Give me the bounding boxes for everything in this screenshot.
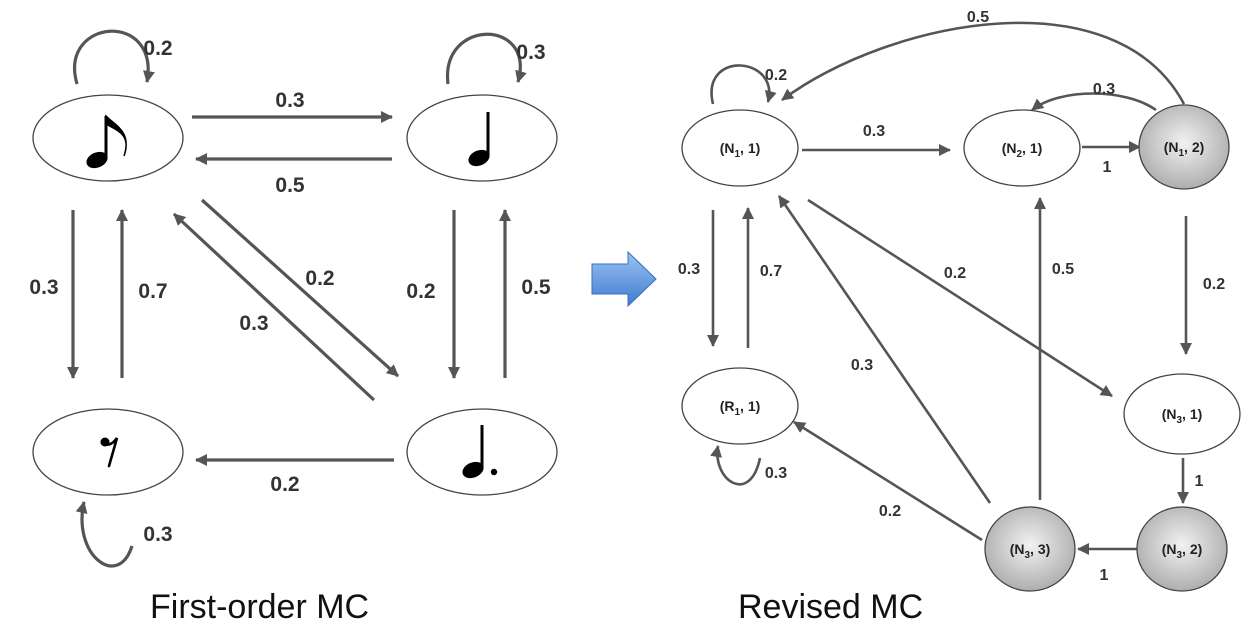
label-n1-2-to-n1-1: 0.5 bbox=[967, 9, 989, 26]
first-order-mc bbox=[67, 29, 527, 568]
revised-mc-caption: Revised MC bbox=[738, 588, 924, 626]
node-n3-1[interactable] bbox=[1123, 373, 1241, 455]
node-n2-1[interactable] bbox=[963, 109, 1081, 187]
label-rest-self: 0.3 bbox=[143, 523, 172, 546]
label-n3-3-to-n1-1: 0.3 bbox=[851, 357, 873, 374]
label-n1-1-self: 0.2 bbox=[765, 67, 787, 84]
node-n1-2[interactable] bbox=[1138, 104, 1230, 190]
edge-n1-1-to-n3-1 bbox=[807, 198, 1113, 398]
quarter-note-icon bbox=[468, 112, 490, 167]
node-label-n3-3: (N3, 3) bbox=[1010, 541, 1051, 561]
revised-mc bbox=[707, 21, 1192, 555]
label-n1-1-to-n2-1: 0.3 bbox=[863, 123, 885, 140]
node-label-n1-1: (N1, 1) bbox=[720, 140, 761, 160]
label-quarter-to-dotted: 0.2 bbox=[406, 280, 435, 303]
node-label-n2-1: (N2, 1) bbox=[1002, 140, 1043, 160]
label-eighth-to-dotted: 0.2 bbox=[305, 267, 334, 290]
node-label-n3-1: (N3, 1) bbox=[1162, 406, 1203, 426]
label-n3-3-to-n2-1: 0.5 bbox=[1052, 261, 1074, 278]
label-n1-1-to-r1-1: 0.3 bbox=[678, 261, 700, 278]
node-label-n1-2: (N1, 2) bbox=[1164, 139, 1205, 159]
node-r1-1[interactable] bbox=[681, 367, 799, 445]
node-n3-2[interactable] bbox=[1136, 506, 1228, 592]
label-n3-2-to-n3-3: 1 bbox=[1100, 567, 1109, 584]
node-eighth-rest[interactable] bbox=[32, 408, 184, 496]
node-eighth-note[interactable] bbox=[32, 94, 184, 182]
edge-n3-3-to-r1-1 bbox=[793, 420, 983, 542]
label-eighth-to-quarter: 0.3 bbox=[275, 89, 304, 112]
label-quarter-self: 0.3 bbox=[516, 41, 545, 64]
self-loop-eighth bbox=[73, 29, 155, 85]
label-eighth-self: 0.2 bbox=[143, 37, 172, 60]
edge-n3-3-to-n1-1 bbox=[777, 195, 992, 504]
label-n1-2-to-n2-1: 0.3 bbox=[1093, 81, 1115, 98]
node-label-n3-2: (N3, 2) bbox=[1162, 541, 1203, 561]
first-order-mc-caption: First-order MC bbox=[150, 588, 370, 626]
transform-arrow-icon bbox=[591, 250, 657, 308]
label-r1-1-self: 0.3 bbox=[765, 465, 787, 482]
edge-n1-2-to-n2-1 bbox=[1031, 92, 1157, 112]
label-r1-1-to-n1-1: 0.7 bbox=[760, 263, 782, 280]
label-n3-3-to-r1-1: 0.2 bbox=[879, 503, 901, 520]
label-dotted-to-eighth: 0.3 bbox=[239, 312, 268, 335]
label-n1-1-to-n3-1: 0.2 bbox=[944, 265, 966, 282]
eighth-rest-icon bbox=[100, 437, 119, 468]
eighth-note-icon bbox=[86, 114, 127, 169]
label-dotted-to-quarter: 0.5 bbox=[521, 276, 551, 299]
self-loop-quarter bbox=[446, 32, 527, 85]
label-n3-1-to-n3-2: 1 bbox=[1195, 473, 1204, 490]
self-loop-n1-1 bbox=[710, 64, 777, 105]
label-dotted-to-rest: 0.2 bbox=[270, 473, 299, 496]
edge-n1-2-to-n1-1 bbox=[781, 21, 1186, 105]
self-loop-rest bbox=[75, 501, 134, 568]
label-eighth-to-rest: 0.3 bbox=[29, 276, 58, 299]
label-quarter-to-eighth: 0.5 bbox=[275, 174, 305, 197]
node-n1-1[interactable] bbox=[681, 109, 799, 187]
first-order-nodes bbox=[32, 94, 558, 496]
label-n2-1-to-n1-2: 1 bbox=[1103, 159, 1112, 176]
node-n3-3[interactable] bbox=[984, 506, 1076, 592]
self-loop-r1-1 bbox=[710, 445, 762, 486]
revised-nodes bbox=[681, 104, 1241, 592]
edge-dotted-to-eighth bbox=[172, 212, 376, 402]
label-rest-to-eighth: 0.7 bbox=[138, 280, 167, 303]
label-n1-2-to-n3-1: 0.2 bbox=[1203, 276, 1225, 293]
dotted-quarter-note-icon bbox=[462, 425, 498, 479]
node-label-r1-1: (R1, 1) bbox=[720, 398, 761, 418]
node-quarter-note[interactable] bbox=[406, 94, 558, 182]
edge-eighth-to-dotted bbox=[200, 198, 400, 378]
